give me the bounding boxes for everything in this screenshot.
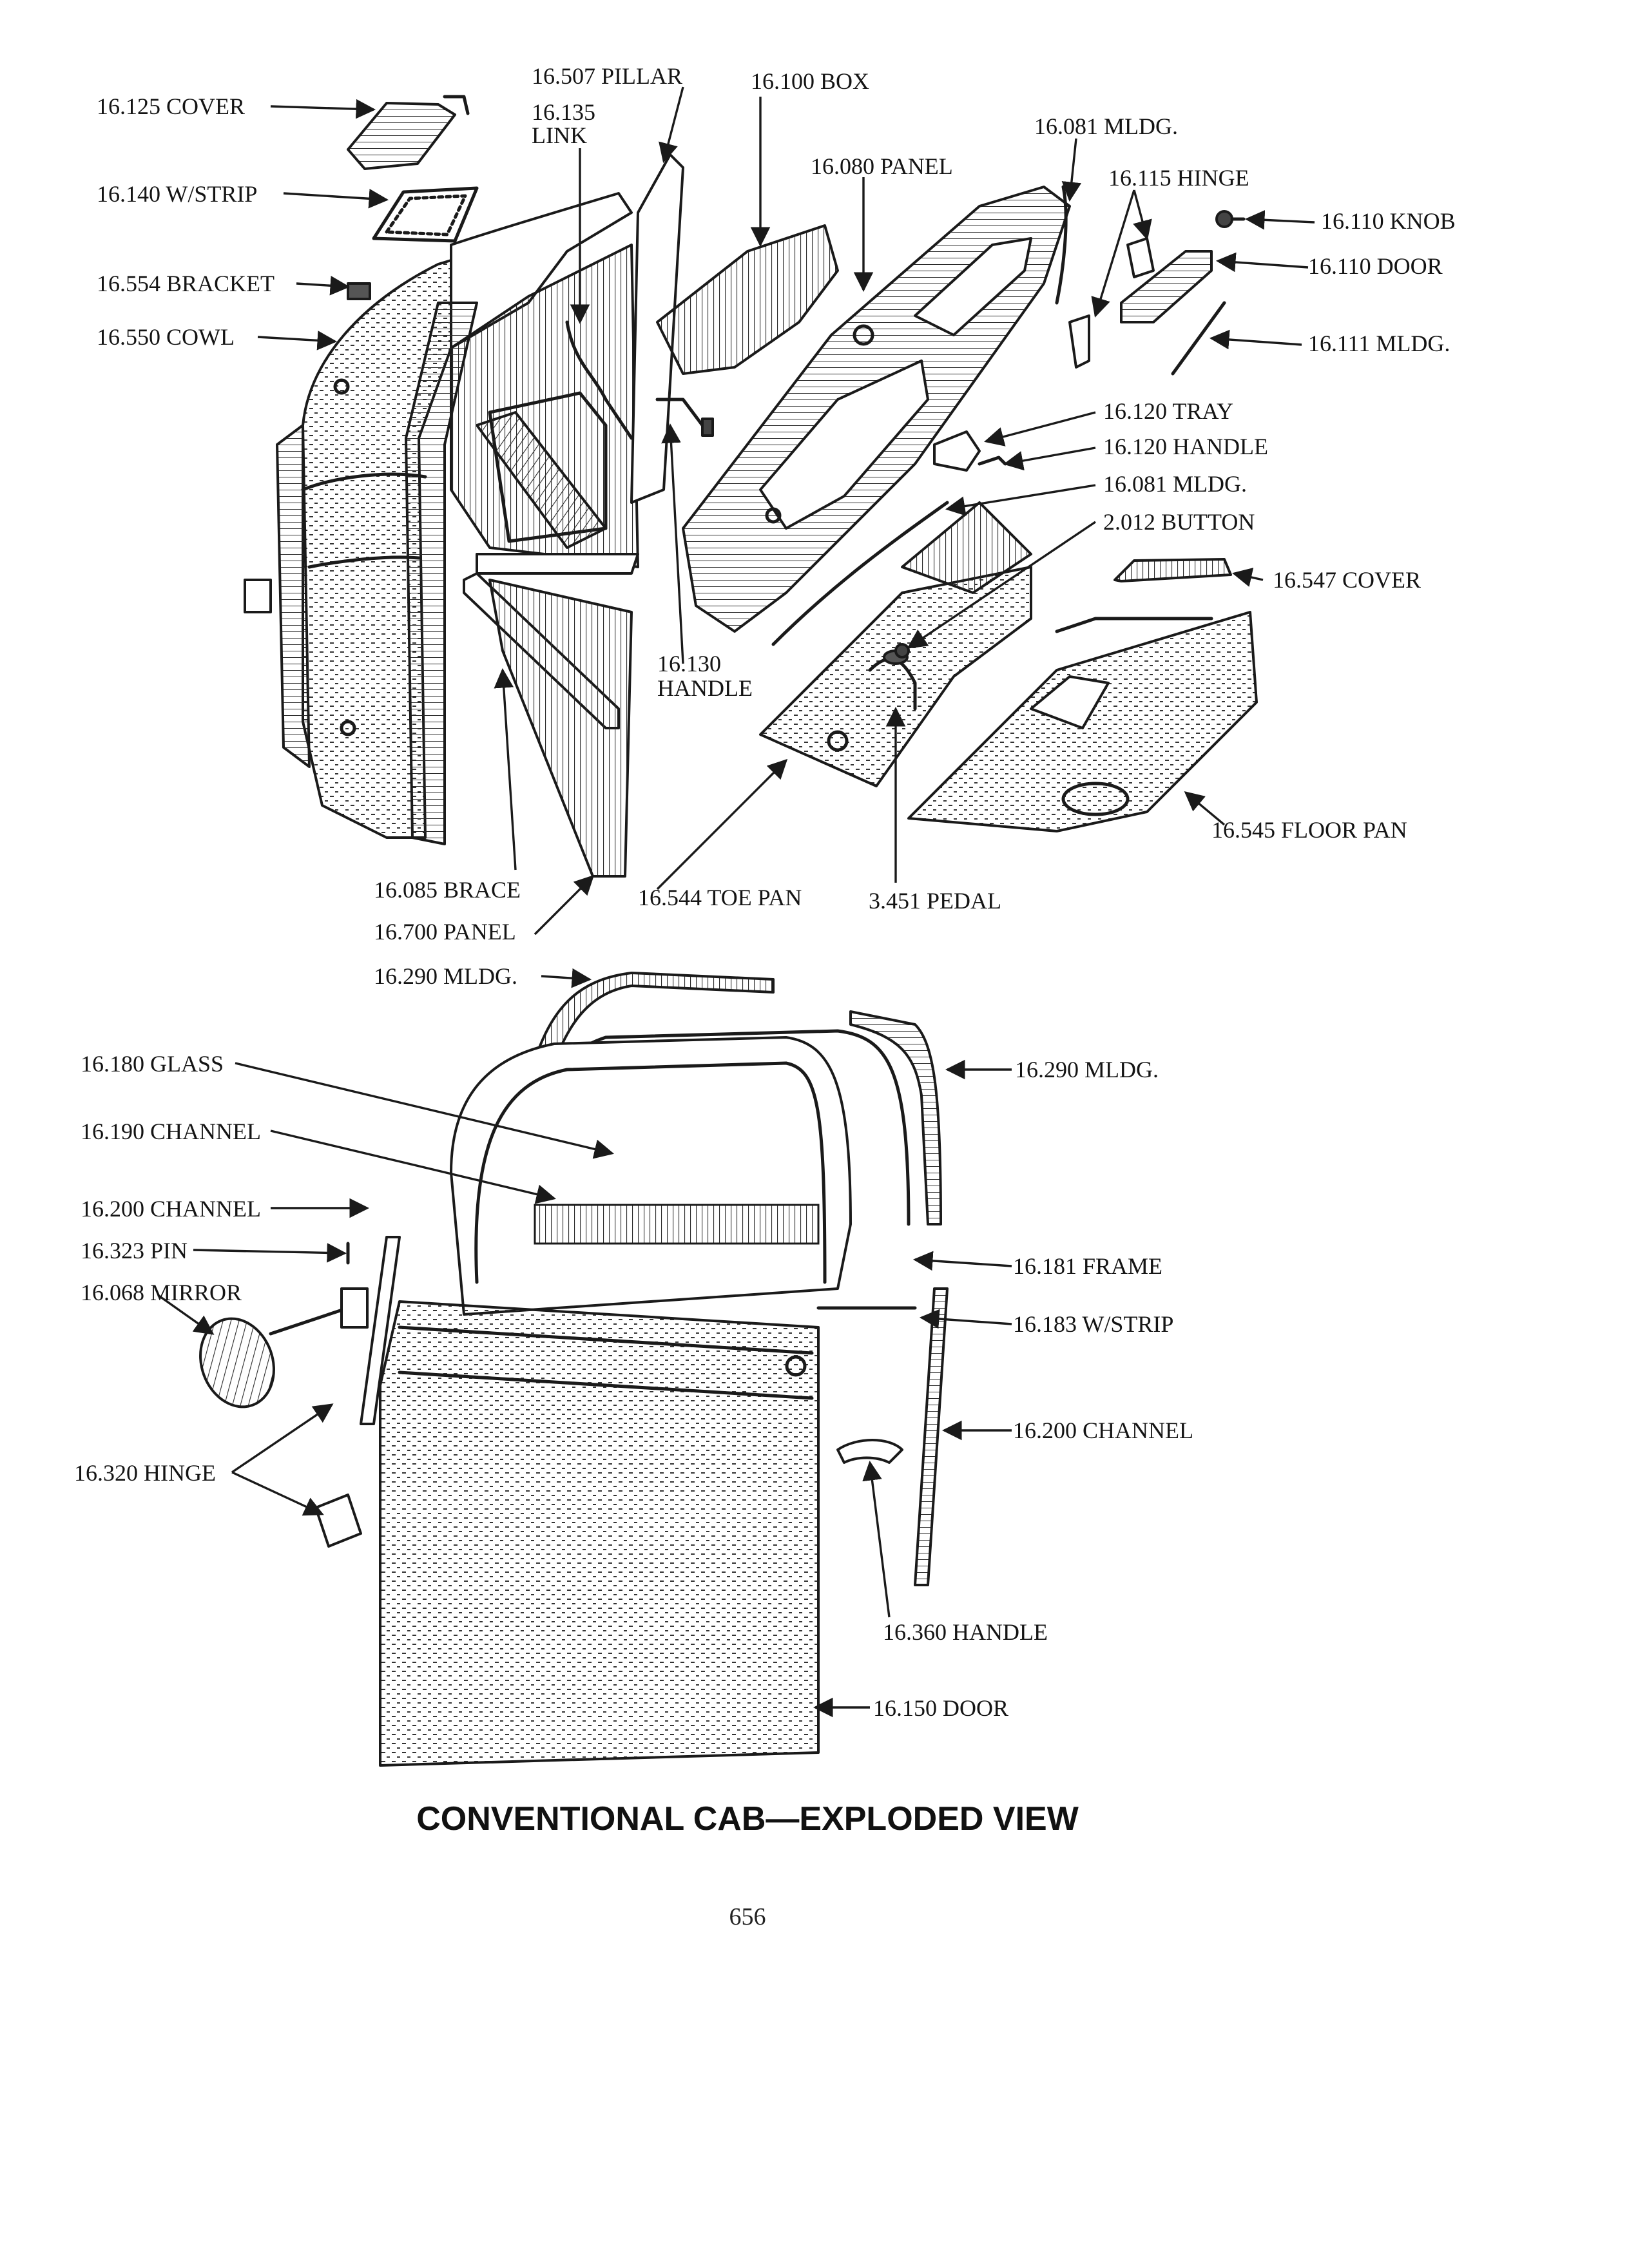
label-channel-16200-right: 16.200 CHANNEL — [1013, 1418, 1193, 1443]
label-hinge-16320: 16.320 HINGE — [74, 1460, 216, 1486]
label-wstrip-16183: 16.183 W/STRIP — [1013, 1311, 1173, 1337]
label-cover-16125: 16.125 COVER — [97, 93, 245, 119]
floor-cover-part — [1113, 558, 1232, 582]
part-labels: 16.125 COVER 16.140 W/STRIP 16.554 BRACK… — [74, 63, 1456, 1721]
label-frame-16181: 16.181 FRAME — [1013, 1253, 1162, 1279]
mirror-part — [199, 1287, 369, 1408]
label-link-number: 16.135 — [532, 99, 595, 125]
bracket-part — [347, 282, 371, 300]
door-glass-part — [450, 1036, 852, 1316]
knob-part — [1215, 210, 1246, 228]
label-wstrip-16140: 16.140 W/STRIP — [97, 181, 257, 207]
label-mldg-16290-left: 16.290 MLDG. — [374, 963, 517, 989]
instrument-panel-part — [682, 186, 1071, 633]
label-mldg-16081-mid: 16.081 MLDG. — [1103, 471, 1247, 497]
glass-channel-left-part — [360, 1236, 401, 1425]
label-handle-16120: 16.120 HANDLE — [1103, 434, 1268, 459]
label-brace-16085: 16.085 BRACE — [374, 877, 521, 903]
weatherstrip-part — [372, 186, 479, 243]
cowl-inner-frame — [450, 244, 639, 575]
ash-tray-part — [933, 430, 981, 472]
tray-handle-part — [978, 456, 1007, 466]
label-panel-16700: 16.700 PANEL — [374, 919, 516, 945]
toe-pan-part — [759, 501, 1032, 787]
label-pin-16323: 16.323 PIN — [81, 1238, 188, 1264]
glove-box-part — [656, 224, 839, 375]
label-floorpan-16545: 16.545 FLOOR PAN — [1211, 817, 1407, 843]
label-cover-16547: 16.547 COVER — [1273, 567, 1421, 593]
label-door-16110: 16.110 DOOR — [1308, 253, 1443, 279]
glass-channel-right-part — [914, 1287, 949, 1586]
leader-lines — [157, 86, 1315, 1718]
label-box-16100: 16.100 BOX — [751, 68, 869, 94]
label-tray-16120: 16.120 TRAY — [1103, 398, 1233, 424]
door-hinge-part — [314, 1494, 362, 1548]
kick-panel-part — [488, 579, 633, 878]
label-handle-16130-number: 16.130 — [657, 651, 721, 677]
label-handle-16130-name: HANDLE — [657, 675, 753, 701]
label-button-2012: 2.012 BUTTON — [1103, 509, 1255, 535]
cover-part — [347, 95, 470, 170]
link-part — [565, 320, 633, 440]
label-panel-16080: 16.080 PANEL — [811, 153, 953, 179]
label-knob-16110: 16.110 KNOB — [1321, 208, 1456, 234]
label-handle-16360: 16.360 HANDLE — [883, 1619, 1048, 1645]
floor-pan-part — [907, 611, 1258, 832]
page-number: 656 — [729, 1903, 766, 1930]
label-pillar-16507: 16.507 PILLAR — [532, 63, 682, 89]
label-pedal-3451: 3.451 PEDAL — [869, 888, 1001, 914]
handle-part-16130 — [655, 398, 714, 437]
label-mldg-16081-top: 16.081 MLDG. — [1034, 113, 1178, 139]
label-mldg-16111: 16.111 MLDG. — [1308, 331, 1450, 356]
molding-part-16081-mid — [771, 501, 949, 646]
door-molding-left-part — [527, 972, 775, 1084]
page-title: CONVENTIONAL CAB—EXPLODED VIEW — [416, 1800, 1079, 1838]
label-link-name: LINK — [532, 122, 587, 148]
hinge-part-16115 — [1068, 237, 1155, 369]
label-channel-16190: 16.190 CHANNEL — [81, 1119, 261, 1144]
door-handle-part — [836, 1439, 903, 1464]
label-door-16150: 16.150 DOOR — [873, 1695, 1008, 1721]
starter-button-part — [894, 643, 910, 658]
label-cowl-16550: 16.550 COWL — [97, 324, 235, 350]
door-shell-part — [379, 1300, 820, 1767]
label-channel-16200-left: 16.200 CHANNEL — [81, 1196, 261, 1222]
label-glass-16180: 16.180 GLASS — [81, 1051, 224, 1077]
pillar-part — [405, 153, 684, 845]
label-toepan-16544: 16.544 TOE PAN — [638, 885, 802, 910]
label-mirror-16068: 16.068 MIRROR — [81, 1280, 242, 1305]
door-molding-right-part — [849, 1010, 942, 1225]
molding-part-16111 — [1171, 301, 1226, 376]
label-bracket-16554: 16.554 BRACKET — [97, 271, 275, 296]
glove-door-part — [1120, 250, 1213, 323]
label-mldg-16290-right: 16.290 MLDG. — [1015, 1057, 1159, 1082]
label-hinge-16115: 16.115 HINGE — [1108, 165, 1249, 191]
